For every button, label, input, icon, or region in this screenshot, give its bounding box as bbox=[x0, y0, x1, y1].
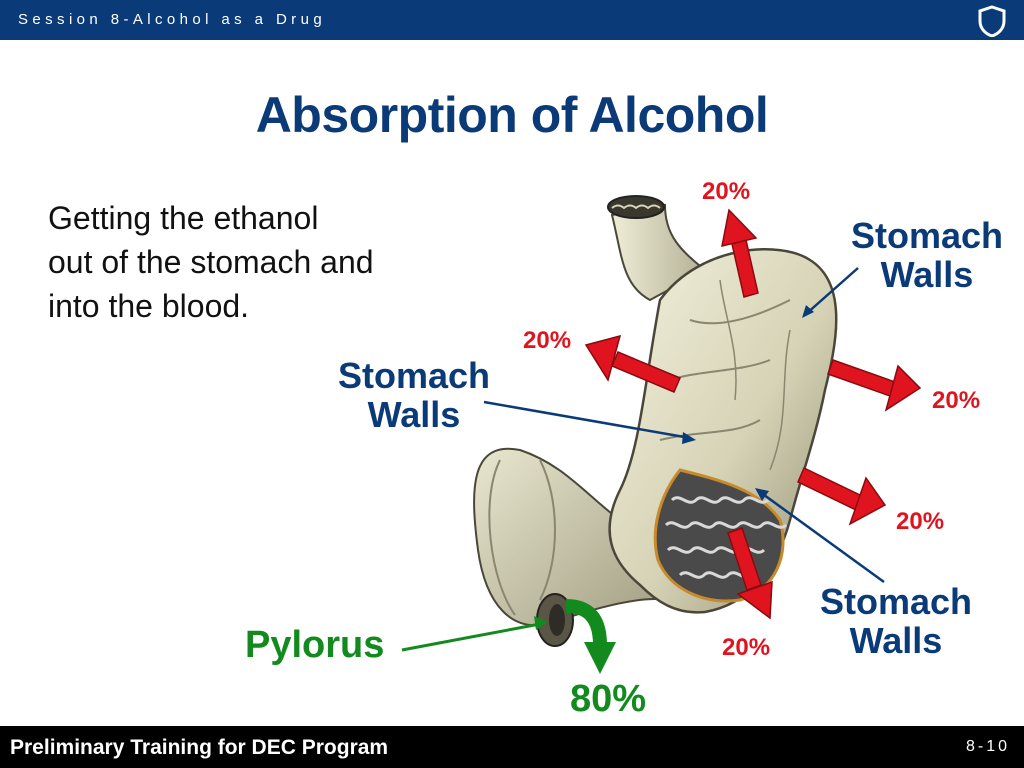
percent-label-right: 20% bbox=[932, 387, 981, 414]
pylorus-percent-label: 80% bbox=[570, 678, 647, 720]
slide-body-text: Getting the ethanol out of the stomach a… bbox=[48, 196, 448, 328]
pylorus-outflow-arrow bbox=[565, 599, 607, 646]
absorption-arrow-down bbox=[727, 527, 773, 620]
label-line: Stomach bbox=[819, 581, 973, 622]
percent-label-top: 20% bbox=[702, 178, 751, 205]
page-number: 8-10 bbox=[965, 738, 1010, 755]
slide-title: Absorption of Alcohol bbox=[255, 87, 769, 143]
pointer-line-bottom bbox=[759, 490, 885, 584]
stomach-walls-label-bottom: Stomach Walls bbox=[808, 582, 984, 660]
absorption-arrow-right bbox=[827, 359, 922, 412]
absorption-arrow-up bbox=[721, 208, 759, 298]
percent-label-bottom: 20% bbox=[722, 634, 771, 661]
footer-bar: Preliminary Training for DEC Program 8-1… bbox=[0, 726, 1024, 768]
label-line: Walls bbox=[849, 620, 943, 661]
label-line: Walls bbox=[367, 394, 461, 435]
top-banner: Session 8-Alcohol as a Drug bbox=[0, 0, 1024, 40]
body-line: Getting the ethanol bbox=[48, 200, 319, 236]
pointer-line-left bbox=[483, 400, 691, 440]
pointer-line-pylorus bbox=[401, 622, 541, 652]
pylorus-arrowhead bbox=[584, 642, 616, 674]
pointer-line-top bbox=[805, 267, 859, 315]
pylorus-label: Pylorus bbox=[245, 624, 385, 666]
footer-program-title: Preliminary Training for DEC Program bbox=[10, 736, 389, 759]
percent-label-right-lower: 20% bbox=[896, 508, 945, 535]
stomach-walls-label-top: Stomach Walls bbox=[842, 216, 1012, 294]
label-line: Stomach bbox=[337, 355, 491, 396]
body-line: out of the stomach and bbox=[48, 244, 374, 280]
absorption-arrow-left bbox=[584, 334, 681, 393]
stomach-walls-label-left: Stomach Walls bbox=[326, 356, 502, 434]
label-line: Walls bbox=[880, 254, 974, 295]
session-title: Session 8-Alcohol as a Drug bbox=[18, 11, 327, 28]
body-line: into the blood. bbox=[48, 288, 250, 324]
absorption-arrow-right-lower bbox=[797, 466, 887, 526]
label-line: Stomach bbox=[850, 215, 1004, 256]
percent-label-left: 20% bbox=[523, 327, 572, 354]
shield-icon bbox=[978, 5, 1006, 37]
